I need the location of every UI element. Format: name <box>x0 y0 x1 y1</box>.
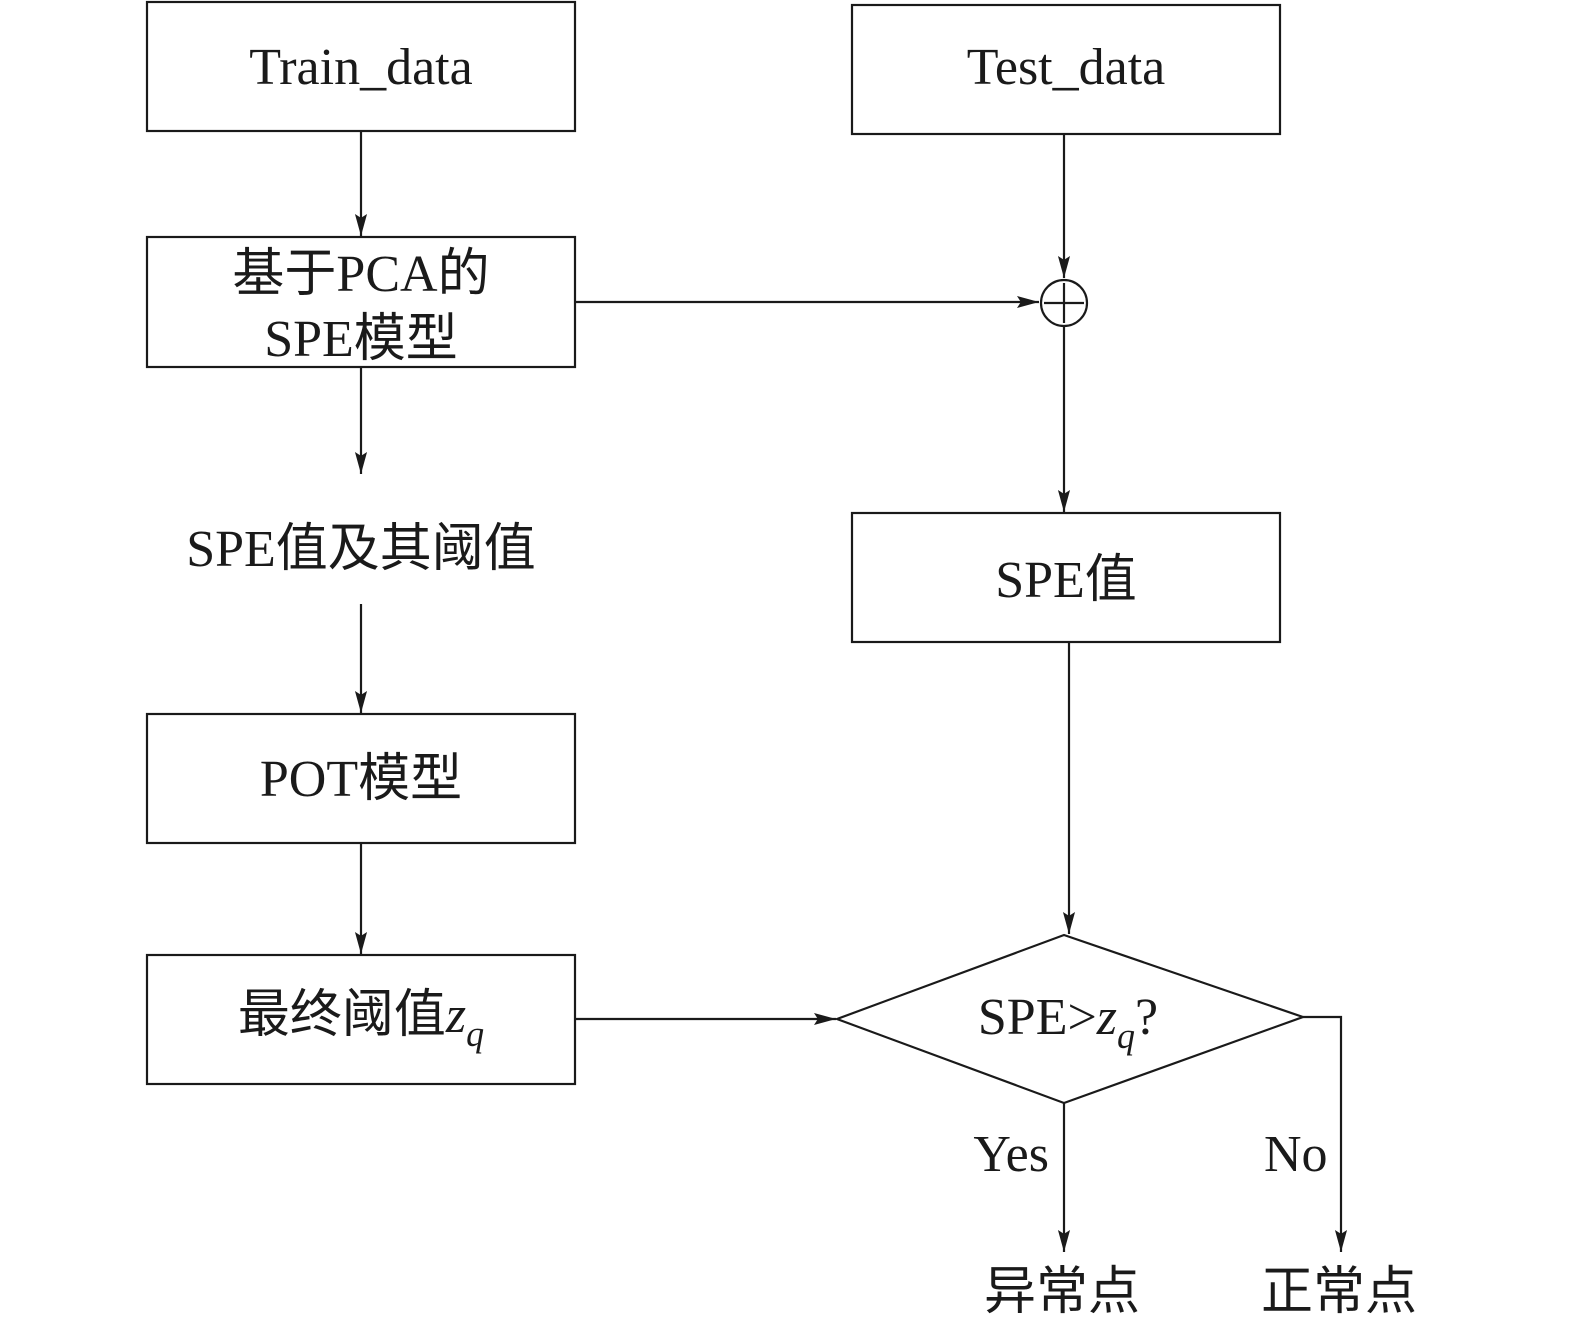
train-data-box: Train_data <box>145 0 577 133</box>
final-threshold-label: 最终阈值zq <box>238 987 484 1054</box>
decision-diamond: SPE>zq? <box>833 933 1307 1105</box>
normal-label: 正常点 <box>1261 1264 1417 1321</box>
yes-label: Yes <box>973 1126 1049 1183</box>
pca-spe-model-box: 基于PCA的 SPE模型 <box>145 235 577 369</box>
sum-junction-icon <box>1039 278 1089 328</box>
spe-value-box: SPE值 <box>850 511 1282 644</box>
spe-value-label: SPE值 <box>995 552 1137 609</box>
anomaly-label: 异常点 <box>984 1264 1140 1321</box>
test-data-label: Test_data <box>967 39 1166 96</box>
train-data-label: Train_data <box>249 39 472 96</box>
spe-threshold-label: SPE值及其阈值 <box>186 521 536 578</box>
decision-label: SPE>zq? <box>978 989 1158 1056</box>
arrow-decision-no <box>1303 1015 1348 1252</box>
pot-model-box: POT模型 <box>145 712 577 845</box>
final-threshold-box: 最终阈值zq <box>145 953 577 1086</box>
test-data-box: Test_data <box>850 3 1282 136</box>
pca-model-label-line1: 基于PCA的 <box>232 246 489 303</box>
pca-model-label-line2: SPE模型 <box>264 311 458 368</box>
pot-model-label: POT模型 <box>260 751 462 808</box>
no-label: No <box>1264 1126 1328 1183</box>
